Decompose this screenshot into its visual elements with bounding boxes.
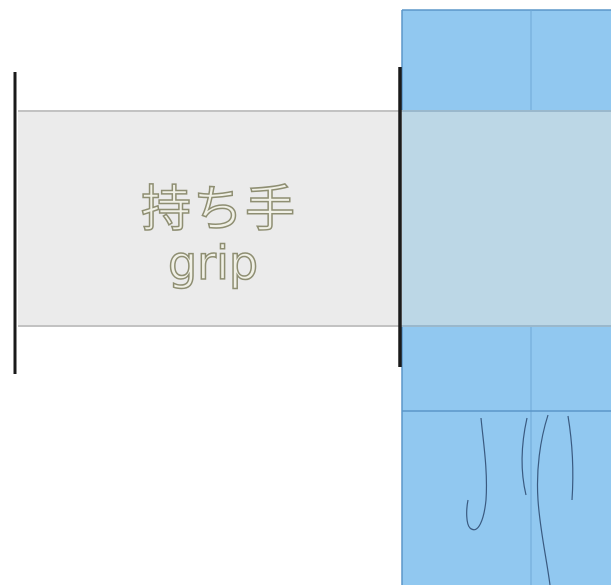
hand-stroke-2 <box>521 417 528 496</box>
hand-stroke-1 <box>466 417 488 531</box>
grip-bar <box>18 111 402 326</box>
grip-overlap-region <box>402 111 611 326</box>
hand-stroke-3 <box>536 414 551 585</box>
hand-stroke-4 <box>567 415 574 501</box>
